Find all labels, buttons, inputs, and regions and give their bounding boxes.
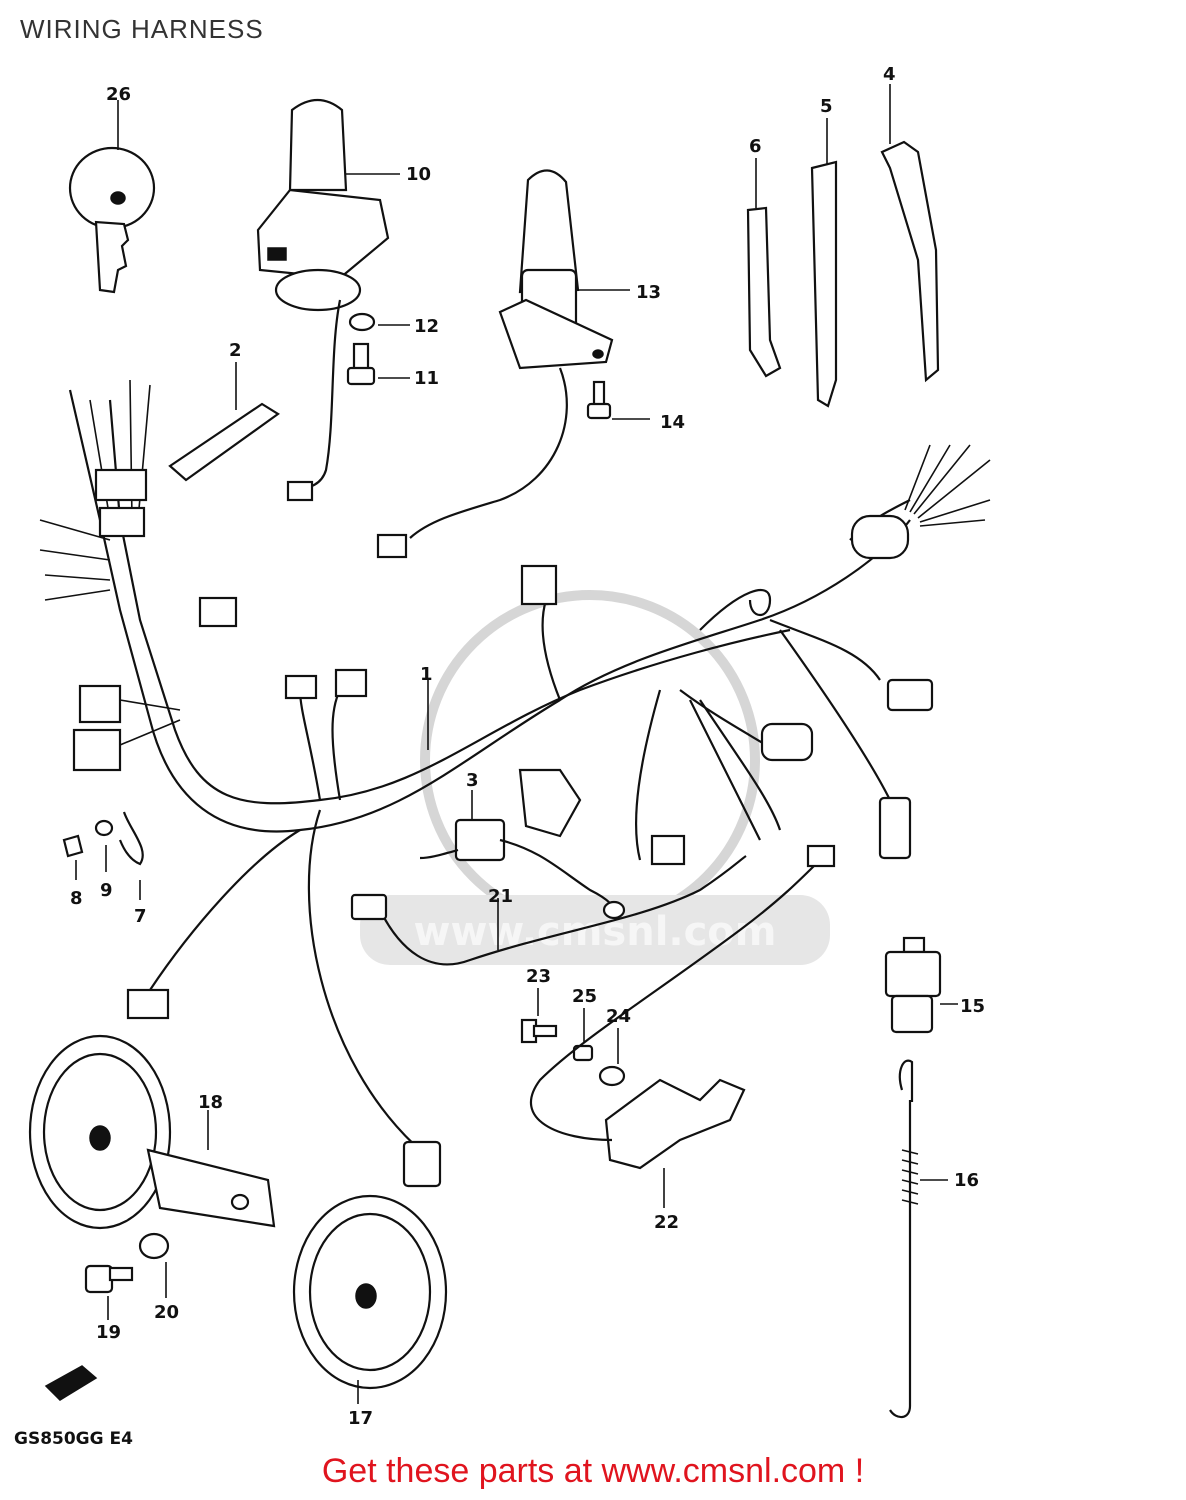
part-10-ignition-switch	[256, 98, 400, 502]
part-12-washer	[348, 312, 410, 332]
watermark-text: www.cmsnl.com	[414, 909, 777, 955]
part-2-band	[168, 362, 280, 482]
part-1-main-harness	[39, 379, 991, 1188]
callout-26: 26	[106, 84, 131, 105]
part-24-washer	[598, 1028, 626, 1087]
part-25-nut	[572, 1008, 594, 1062]
part-11-screw	[346, 342, 410, 386]
callout-18: 18	[198, 1092, 223, 1113]
part-23-bolt	[520, 988, 558, 1044]
part-18-horn	[28, 1034, 276, 1230]
callout-17: 17	[348, 1408, 373, 1429]
part-6-clamp	[746, 158, 782, 378]
part-22-switch	[529, 844, 836, 1208]
callout-20: 20	[154, 1302, 179, 1323]
callout-7: 7	[134, 906, 147, 927]
callout-9: 9	[100, 880, 113, 901]
callout-12: 12	[414, 316, 439, 337]
callout-13: 13	[636, 282, 661, 303]
callout-25: 25	[572, 986, 597, 1007]
front-arrow-icon	[44, 1365, 98, 1401]
callout-22: 22	[654, 1212, 679, 1233]
callout-21: 21	[488, 886, 513, 907]
callout-16: 16	[954, 1170, 979, 1191]
callout-5: 5	[820, 96, 833, 117]
page-title: WIRING HARNESS	[20, 14, 264, 44]
callout-19: 19	[96, 1322, 121, 1343]
part-26-key	[68, 100, 156, 294]
callout-4: 4	[883, 64, 896, 85]
callout-6: 6	[749, 136, 762, 157]
part-15-switch	[884, 936, 958, 1034]
model-code: GS850GG E4	[14, 1429, 133, 1449]
callout-23: 23	[526, 966, 551, 987]
part-3-relay	[419, 768, 626, 921]
part-14-screw	[586, 380, 650, 420]
callout-15: 15	[960, 996, 985, 1017]
part-20-washer	[138, 1232, 170, 1298]
part-9-washer	[94, 819, 114, 872]
callout-3: 3	[466, 770, 479, 791]
callout-2: 2	[229, 340, 242, 361]
part-21-wire	[350, 855, 747, 966]
callout-11: 11	[414, 368, 439, 389]
part-17-horn	[292, 1194, 448, 1404]
part-16-spring	[889, 1059, 948, 1419]
part-19-bolt	[84, 1264, 134, 1320]
part-8-screw	[62, 834, 84, 880]
watermark-logo: www.cmsnl.com	[360, 590, 830, 965]
callout-labels: 1 2 3 4 5 6 7 8 9 10 11 12 13 14 15 16 1…	[70, 64, 985, 1429]
footer-cta[interactable]: Get these parts at www.cmsnl.com !	[321, 1452, 865, 1490]
callout-10: 10	[406, 164, 431, 185]
callout-1: 1	[420, 664, 433, 685]
part-7-band	[118, 811, 144, 900]
part-5-band	[810, 118, 838, 408]
part-13-steering-lock	[376, 169, 630, 559]
callout-8: 8	[70, 888, 83, 909]
wiring-harness-diagram: www.cmsnl.com	[14, 64, 991, 1449]
callout-14: 14	[660, 412, 685, 433]
part-4-clamp	[880, 84, 940, 383]
callout-24: 24	[606, 1006, 631, 1027]
